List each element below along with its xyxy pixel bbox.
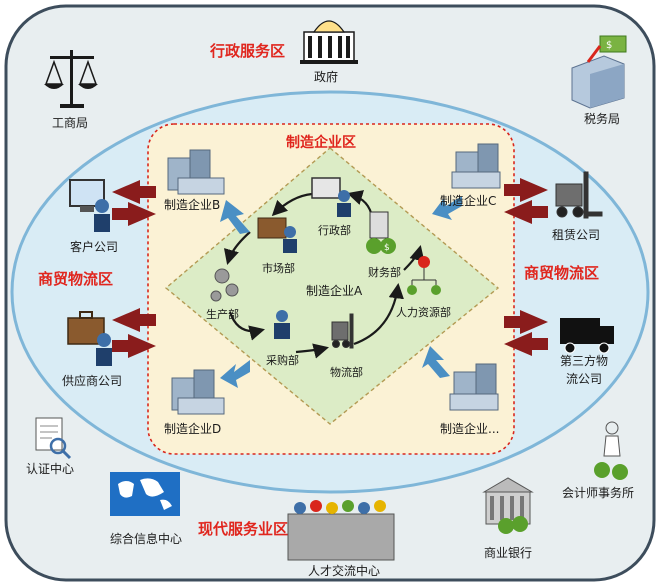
forklift-icon (555, 171, 603, 219)
factory-more-icon (449, 363, 499, 411)
truck-icon (560, 318, 614, 354)
label-bank: 商业银行 (484, 546, 533, 560)
label-market-dept: 市场部 (262, 262, 295, 275)
accountant-icon (594, 421, 628, 480)
zone-modern-services: 现代服务业区 (198, 520, 289, 538)
red-arrows-right (504, 178, 548, 356)
factory-d-icon (171, 369, 225, 415)
label-tax-bureau: 税务局 (584, 112, 621, 126)
admin-dept-icon (311, 177, 351, 217)
market-dept-icon (257, 217, 297, 253)
finance-dept-icon: $ (366, 211, 396, 254)
zone-trade-left: 商贸物流区 (38, 270, 114, 288)
label-accounting: 会计师事务所 (562, 486, 635, 500)
factory-b-icon (167, 149, 225, 195)
label-supplier: 供应商公司 (62, 374, 123, 388)
svg-text:$: $ (384, 243, 390, 253)
zone-admin-services: 行政服务区 (210, 42, 286, 60)
label-leasing: 租赁公司 (552, 228, 601, 242)
logistics-dept-icon (331, 313, 354, 349)
department-cycle (223, 190, 425, 359)
label-logistics-dept: 物流部 (330, 366, 363, 379)
label-finance-dept: 财务部 (368, 266, 401, 279)
label-third-party-1: 第三方物 (560, 354, 609, 368)
label-enterprise-a: 制造企业A (306, 284, 363, 298)
svg-text:$: $ (606, 40, 612, 51)
factory-c-icon (451, 143, 501, 189)
label-hr-dept: 人力资源部 (396, 306, 451, 319)
label-enterprise-c: 制造企业C (440, 194, 497, 208)
tax-office-icon: $ (571, 35, 627, 109)
label-enterprise-more: 制造企业... (440, 422, 500, 436)
enterprise-a-diamond (164, 147, 500, 425)
briefcase-icon (67, 311, 112, 366)
zone-manufacturing: 制造企业区 (286, 135, 356, 151)
label-cert-center: 认证中心 (26, 462, 75, 476)
label-purchasing-dept: 采购部 (266, 354, 299, 367)
computer-icon (69, 179, 110, 232)
label-info-center: 综合信息中心 (110, 532, 183, 546)
label-talent-center: 人才交流中心 (308, 564, 381, 578)
talent-center-icon (287, 500, 395, 561)
government-icon (300, 20, 358, 64)
label-government: 政府 (314, 70, 339, 84)
label-enterprise-b: 制造企业B (164, 198, 221, 212)
label-enterprise-d: 制造企业D (164, 422, 222, 436)
zone-trade-right: 商贸物流区 (524, 264, 600, 282)
blue-arrows (220, 196, 462, 388)
purchasing-dept-icon (274, 310, 290, 339)
world-map-icon (110, 472, 180, 516)
label-customer: 客户公司 (70, 240, 119, 254)
label-aic: 工商局 (52, 116, 89, 130)
label-production-dept: 生产部 (206, 308, 239, 321)
label-third-party-2: 流公司 (566, 372, 603, 386)
certificate-icon (35, 417, 72, 460)
scales-icon (44, 50, 98, 108)
production-dept-icon (210, 268, 239, 302)
bank-icon (482, 477, 534, 534)
label-admin-dept: 行政部 (318, 224, 351, 237)
hr-dept-icon (407, 256, 441, 295)
red-arrows-left (112, 180, 156, 358)
